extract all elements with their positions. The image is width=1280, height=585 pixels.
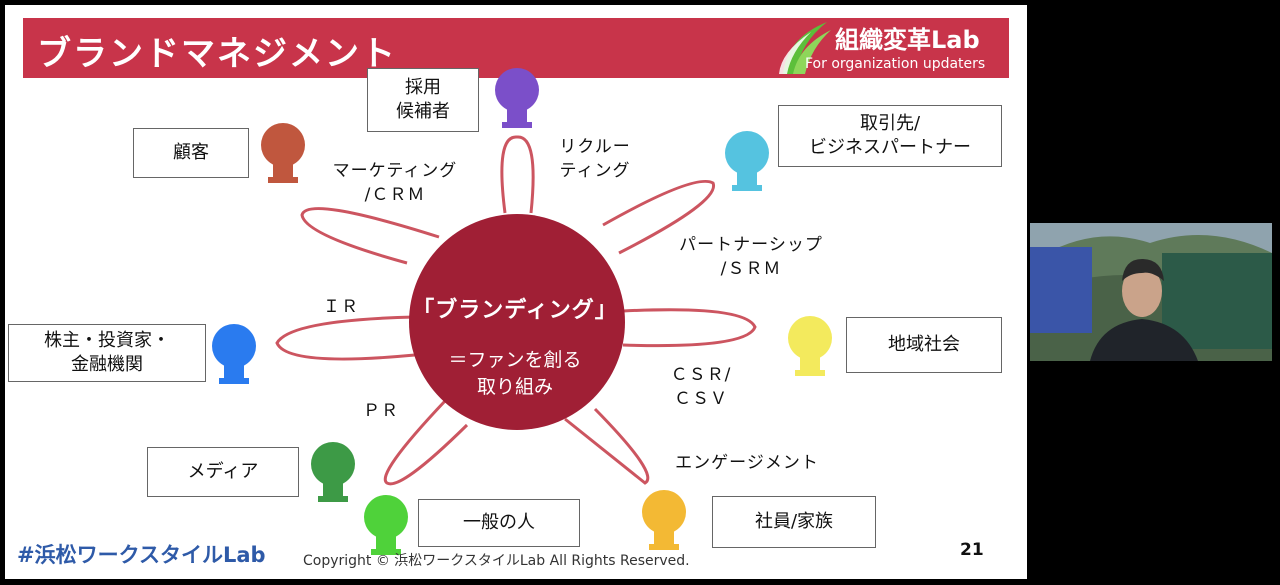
center-text: 「ブランディング」 ＝ファンを創る 取り組み: [410, 273, 620, 420]
petal-ir: [275, 315, 416, 361]
center-circle: [409, 214, 625, 430]
stakeholder-box-employee: 社員/家族: [712, 496, 876, 548]
petal-engagement: [564, 407, 650, 485]
person-icon-shareholder: [212, 324, 256, 384]
speaker-video-image: [1030, 223, 1272, 361]
stakeholder-box-media: メディア: [147, 447, 299, 497]
presentation-slide: ブランドマネジメント 組織変革Lab For organization upda…: [5, 5, 1027, 579]
activity-label-csr: ＣＳＲ/ ＣＳＶ: [670, 365, 732, 409]
stakeholder-box-recruit: 採用 候補者: [367, 68, 479, 132]
petal-loops: [275, 135, 757, 486]
person-icon-media: [311, 442, 355, 502]
logo-subtitle: For organization updaters: [805, 56, 986, 72]
person-icon-partner: [725, 131, 769, 191]
stakeholder-box-partner: 取引先/ ビジネスパートナー: [778, 105, 1002, 167]
stakeholder-box-customer: 顧客: [133, 128, 249, 178]
title-bar: ブランドマネジメント 組織変革Lab For organization upda…: [23, 18, 1009, 78]
person-icon-recruit: [495, 68, 539, 128]
activity-label-partnership: パートナーシップ /ＳＲＭ: [679, 235, 823, 279]
person-icon-public: [364, 495, 408, 555]
branding-diagram: [212, 68, 832, 555]
stakeholder-box-public: 一般の人: [418, 499, 580, 547]
activity-label-marketing: マーケティング /ＣＲＭ: [332, 161, 458, 205]
org-logo: 組織変革Lab For organization updaters: [777, 18, 1009, 78]
hashtag: #浜松ワークスタイルLab: [17, 543, 266, 567]
center-subtitle: ＝ファンを創る 取り組み: [448, 349, 582, 398]
page-number: 21: [960, 540, 984, 560]
activity-label-ir: ＩＲ: [323, 297, 359, 317]
activity-label-recruiting: リクルー ティング: [559, 137, 631, 181]
leaf-logo-icon: [779, 22, 831, 74]
logo-title: 組織変革Lab: [835, 26, 980, 54]
slide-title: ブランドマネジメント: [37, 34, 397, 74]
center-title: 「ブランディング」: [412, 298, 618, 323]
petal-marketing: [300, 207, 440, 265]
petal-csr: [622, 308, 757, 348]
petal-recruiting: [500, 135, 535, 214]
stakeholder-box-community: 地域社会: [846, 317, 1002, 373]
petal-pr: [383, 399, 469, 486]
petal-partnership: [602, 179, 716, 255]
stakeholder-box-shareholder: 株主・投資家・ 金融機関: [8, 324, 206, 382]
activity-label-pr: ＰＲ: [363, 401, 399, 421]
person-icon-customer: [261, 123, 305, 183]
webcam-video-tile[interactable]: [1030, 223, 1272, 361]
person-icon-community: [788, 316, 832, 376]
person-icon-employee: [642, 490, 686, 550]
activity-label-engagement: エンゲージメント: [675, 453, 819, 473]
copyright-notice: Copyright © 浜松ワークスタイルLab All Rights Rese…: [303, 553, 690, 569]
